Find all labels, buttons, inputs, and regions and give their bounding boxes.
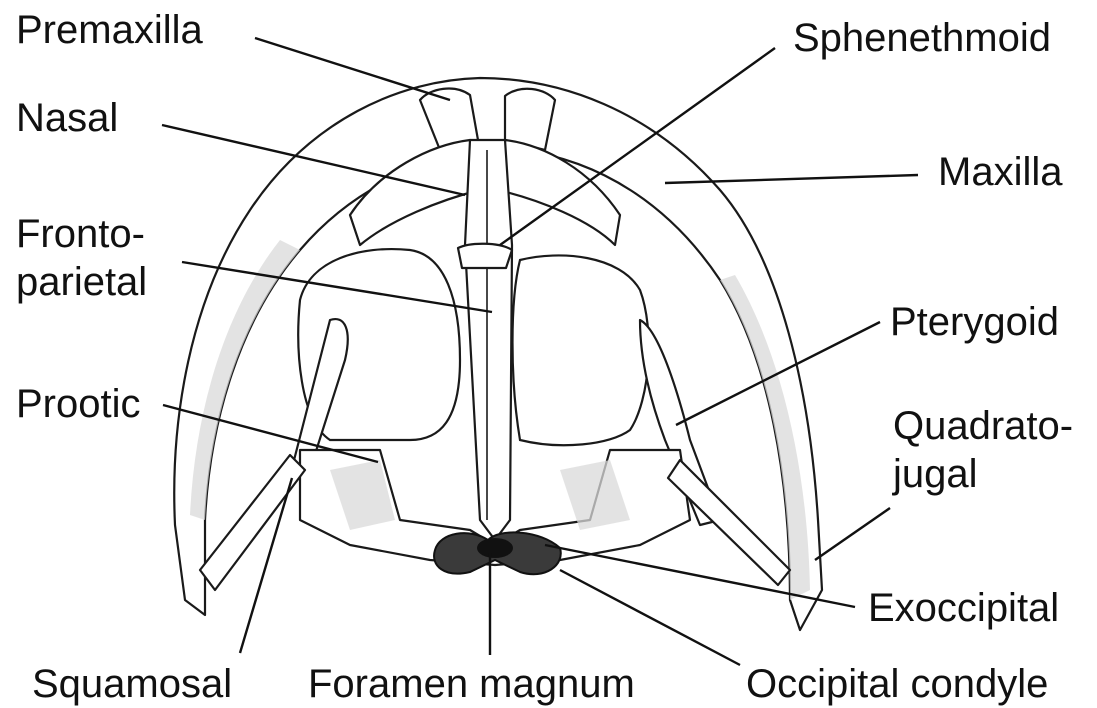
label-squamosal: Squamosal: [32, 662, 232, 706]
label-sphenethmoid: Sphenethmoid: [793, 16, 1051, 60]
label-exoccipital: Exoccipital: [868, 586, 1059, 630]
label-pterygoid: Pterygoid: [890, 300, 1059, 344]
foramen-magnum: [477, 538, 513, 558]
right-orbit: [513, 255, 649, 445]
label-maxilla: Maxilla: [938, 150, 1062, 194]
label-quadrato-line2: jugal: [893, 452, 978, 496]
label-prootic: Prootic: [16, 382, 141, 426]
label-quadrato-line1: Quadrato-: [893, 404, 1073, 448]
label-fronto-line1: Fronto-: [16, 212, 145, 256]
sphenethmoid-bone: [458, 244, 512, 268]
frontoparietal-bone: [465, 140, 512, 540]
label-premaxilla: Premaxilla: [16, 8, 203, 52]
label-foramen-magnum: Foramen magnum: [308, 662, 635, 706]
label-fronto-line2: parietal: [16, 260, 147, 304]
label-occipital-condyle: Occipital condyle: [746, 662, 1048, 706]
squamosal-left: [200, 455, 305, 590]
label-nasal: Nasal: [16, 96, 118, 140]
